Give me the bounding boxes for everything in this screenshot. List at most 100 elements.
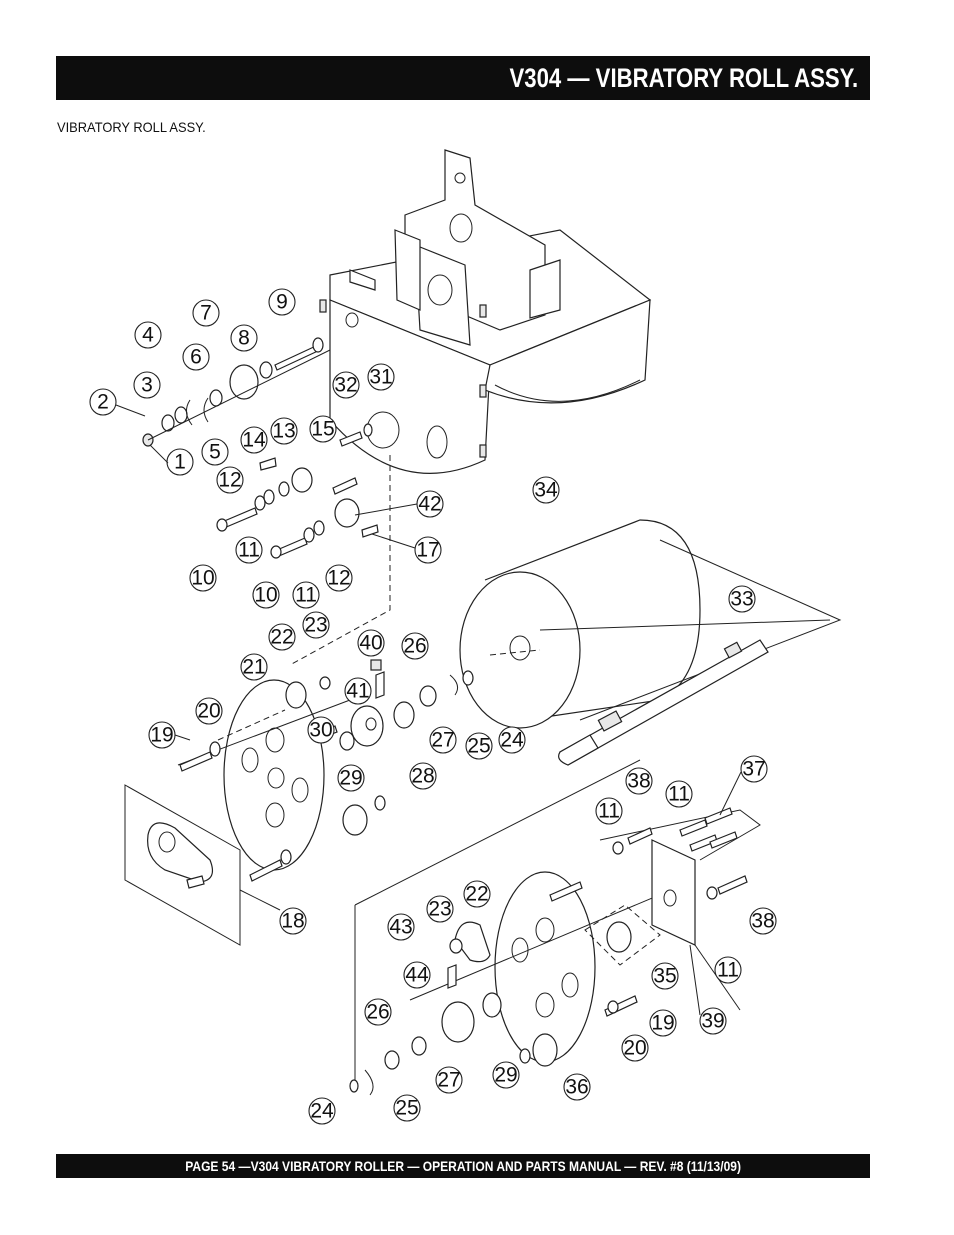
svg-text:19: 19 [150,724,173,747]
svg-text:21: 21 [242,656,265,679]
svg-text:12: 12 [327,567,350,590]
callout-19a: 19 [148,721,176,749]
callout-11d: 11 [665,780,693,808]
svg-text:15: 15 [311,418,334,441]
callout-11e: 11 [714,956,742,984]
svg-text:26: 26 [403,635,426,658]
svg-text:20: 20 [197,700,220,723]
callout-9: 9 [268,288,296,316]
callout-39: 39 [699,1007,727,1035]
callout-42: 42 [416,490,444,518]
callout-21: 21 [240,653,268,681]
left-bearing-plate [177,649,541,882]
svg-text:44: 44 [405,964,429,987]
svg-text:10: 10 [191,567,214,590]
figure-subtitle: VIBRATORY ROLL ASSY. [57,119,206,135]
svg-text:40: 40 [359,632,382,655]
svg-text:35: 35 [653,965,676,988]
svg-text:32: 32 [334,374,357,397]
callout-19b: 19 [649,1009,677,1037]
callout-4: 4 [134,321,162,349]
callout-11b: 11 [292,581,320,609]
callout-33: 33 [728,585,756,613]
callout-labels: 1 2 3 4 5 6 7 8 9 10 10 11 11 11 11 11 1… [89,288,777,1125]
svg-text:12: 12 [218,469,241,492]
svg-text:30: 30 [309,719,332,742]
callout-23b: 23 [426,895,454,923]
svg-text:34: 34 [534,479,558,502]
roller-drum [459,519,842,729]
callout-27b: 27 [435,1066,463,1094]
page-footer-text: PAGE 54 —V304 VIBRATORY ROLLER — OPERATI… [185,1158,741,1174]
svg-text:42: 42 [418,493,441,516]
svg-text:36: 36 [565,1076,588,1099]
leader-lines [115,404,742,1016]
svg-text:20: 20 [623,1037,646,1060]
callout-31: 31 [367,363,395,391]
svg-text:38: 38 [751,910,774,933]
callout-41: 41 [344,677,372,705]
callout-26a: 26 [401,632,429,660]
svg-text:37: 37 [742,758,765,781]
svg-text:6: 6 [190,346,202,369]
callout-20a: 20 [195,697,223,725]
callout-32: 32 [332,371,360,399]
svg-text:24: 24 [500,729,524,752]
callout-34: 34 [532,476,560,504]
callout-7: 7 [192,299,220,327]
svg-text:9: 9 [276,291,288,314]
svg-text:27: 27 [431,729,454,752]
callout-38b: 38 [749,907,777,935]
svg-text:11: 11 [717,959,739,982]
svg-text:4: 4 [142,324,154,347]
svg-text:1: 1 [174,451,186,474]
callout-35: 35 [651,962,679,990]
svg-text:31: 31 [369,366,392,389]
callout-22a: 22 [268,623,296,651]
callout-2: 2 [89,388,117,416]
svg-text:11: 11 [598,800,620,823]
callout-23a: 23 [302,611,330,639]
svg-text:19: 19 [651,1012,674,1035]
svg-text:8: 8 [238,327,250,350]
svg-text:23: 23 [304,614,327,637]
svg-text:3: 3 [141,374,153,397]
svg-text:2: 2 [97,391,109,414]
callout-37: 37 [740,755,768,783]
callout-3: 3 [133,371,161,399]
callout-36: 36 [563,1073,591,1101]
callout-30: 30 [307,716,335,744]
callout-11c: 11 [595,797,623,825]
svg-text:18: 18 [281,910,304,933]
callout-25a: 25 [465,732,493,760]
svg-text:22: 22 [270,626,293,649]
page-footer-bar: PAGE 54 —V304 VIBRATORY ROLLER — OPERATI… [56,1154,870,1178]
svg-text:5: 5 [209,441,221,464]
callout-10a: 10 [189,564,217,592]
svg-text:33: 33 [730,588,753,611]
svg-text:28: 28 [411,765,434,788]
svg-text:43: 43 [389,916,412,939]
vibratory-shaft [558,639,769,766]
svg-text:38: 38 [627,770,650,793]
svg-text:13: 13 [272,420,295,443]
svg-text:25: 25 [395,1097,418,1120]
callout-6: 6 [182,343,210,371]
svg-text:17: 17 [416,539,439,562]
svg-text:39: 39 [701,1010,724,1033]
svg-text:27: 27 [437,1069,460,1092]
callout-8: 8 [230,324,258,352]
callout-11a: 11 [235,536,263,564]
right-end-plate [349,759,761,1096]
svg-text:24: 24 [310,1100,334,1123]
upper-left-hardware [142,337,391,666]
callout-12b: 12 [325,564,353,592]
svg-text:11: 11 [295,584,317,607]
callout-10b: 10 [252,581,280,609]
callout-13: 13 [270,417,298,445]
callout-24b: 24 [308,1097,336,1125]
callout-18: 18 [279,907,307,935]
svg-text:22: 22 [465,883,488,906]
callout-14: 14 [240,426,268,454]
